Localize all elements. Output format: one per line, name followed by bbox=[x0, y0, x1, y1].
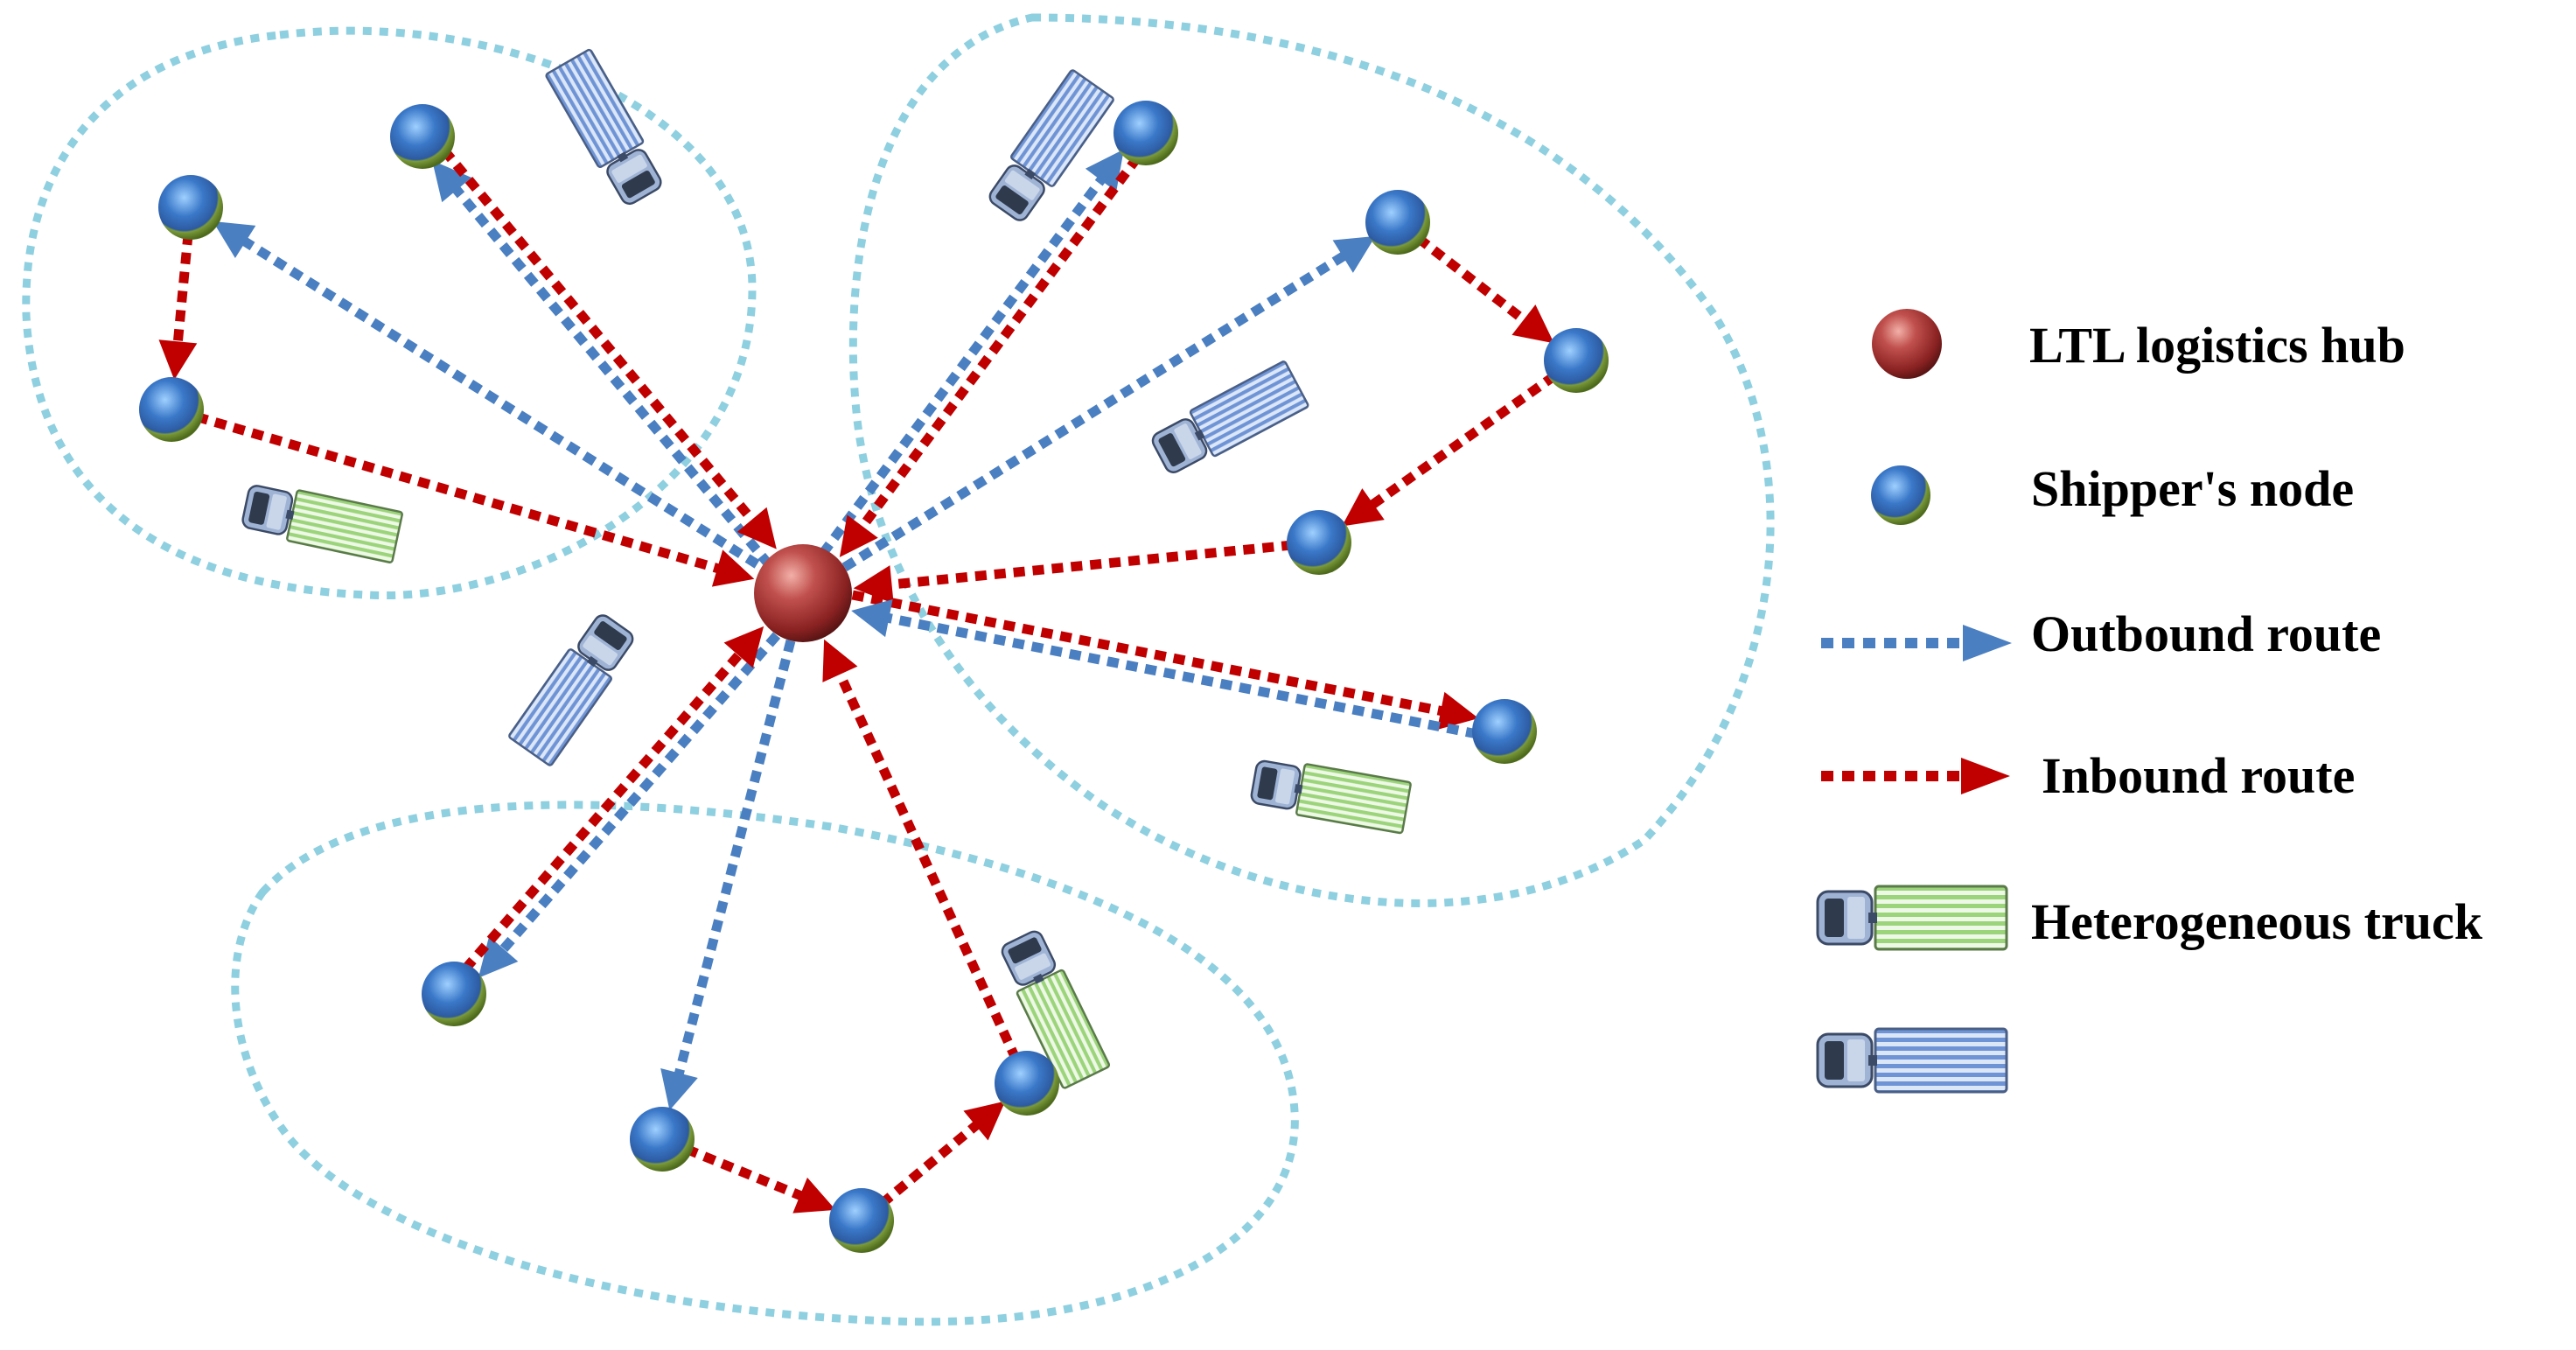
shipper-node-icon bbox=[139, 377, 204, 442]
shipper-node-icon bbox=[1365, 190, 1430, 255]
shipper-node-icon bbox=[1113, 101, 1178, 165]
outbound-route-sample bbox=[1821, 625, 2012, 661]
inbound-route-sample bbox=[1821, 758, 2010, 794]
inbound-route-arrow bbox=[851, 590, 1479, 731]
inbound-route-arrow bbox=[684, 1144, 836, 1214]
inbound-route-arrow bbox=[878, 1101, 1006, 1208]
legend-label-truck: Heterogeneous truck bbox=[2031, 893, 2483, 950]
outbound-route-arrow bbox=[660, 639, 796, 1111]
inbound-route-arrow bbox=[822, 639, 1021, 1062]
truck-icon bbox=[1816, 885, 2008, 951]
shipper-node-icon bbox=[829, 1188, 894, 1253]
inbound-route-arrow bbox=[440, 147, 777, 549]
inbound-route-arrow bbox=[853, 540, 1294, 604]
outbound-route-arrow bbox=[478, 632, 781, 978]
legend: LTL logistics hub Shipper's node Outboun… bbox=[1816, 309, 2483, 1094]
shipper-node-icon bbox=[1871, 465, 1930, 525]
cluster-boundary-bottom bbox=[231, 801, 1299, 1326]
shipper-node-icon bbox=[995, 1051, 1059, 1116]
outbound-route-arrow bbox=[841, 235, 1376, 572]
legend-label-outbound: Outbound route bbox=[2031, 605, 2381, 662]
hub-sphere-icon bbox=[1872, 309, 1942, 379]
truck-icon bbox=[239, 479, 404, 564]
inbound-route-arrow bbox=[461, 626, 764, 973]
hub-sphere-icon bbox=[754, 544, 852, 642]
truck-icon bbox=[506, 608, 641, 767]
cluster-boundary-left bbox=[22, 26, 757, 600]
shipper-node-icon bbox=[1544, 328, 1609, 393]
cluster-boundaries bbox=[22, 13, 1775, 1326]
outbound-route-arrow bbox=[851, 598, 1478, 739]
truck-icon bbox=[1146, 360, 1310, 480]
inbound-route-arrow bbox=[195, 412, 755, 587]
legend-label-inbound: Inbound route bbox=[2042, 747, 2355, 804]
legend-label-hub: LTL logistics hub bbox=[2029, 317, 2405, 374]
truck-icon bbox=[981, 68, 1116, 227]
nodes-layer bbox=[139, 101, 1609, 1253]
outbound-route-arrow bbox=[432, 160, 773, 568]
shipper-node-icon bbox=[422, 962, 486, 1026]
truck-icon bbox=[1248, 754, 1413, 835]
shipper-node-icon bbox=[1287, 510, 1351, 575]
outbound-route-arrow bbox=[819, 149, 1124, 556]
outbound-route-arrow bbox=[213, 220, 777, 579]
cluster-boundary-right bbox=[848, 13, 1775, 907]
inbound-route-arrow bbox=[839, 154, 1141, 557]
inbound-route-arrow bbox=[1415, 234, 1554, 344]
routes-layer bbox=[158, 147, 1558, 1214]
shipper-node-icon bbox=[158, 175, 223, 240]
shipper-node-icon bbox=[390, 104, 455, 169]
shipper-node-icon bbox=[1472, 699, 1537, 764]
legend-label-shipper: Shipper's node bbox=[2031, 460, 2354, 517]
hub-node bbox=[754, 544, 852, 642]
truck-icon bbox=[544, 47, 669, 211]
shipper-node-icon bbox=[630, 1107, 695, 1172]
inbound-route-arrow bbox=[1342, 371, 1558, 527]
truck-icon bbox=[1816, 1027, 2008, 1094]
inbound-route-arrow bbox=[158, 233, 198, 381]
